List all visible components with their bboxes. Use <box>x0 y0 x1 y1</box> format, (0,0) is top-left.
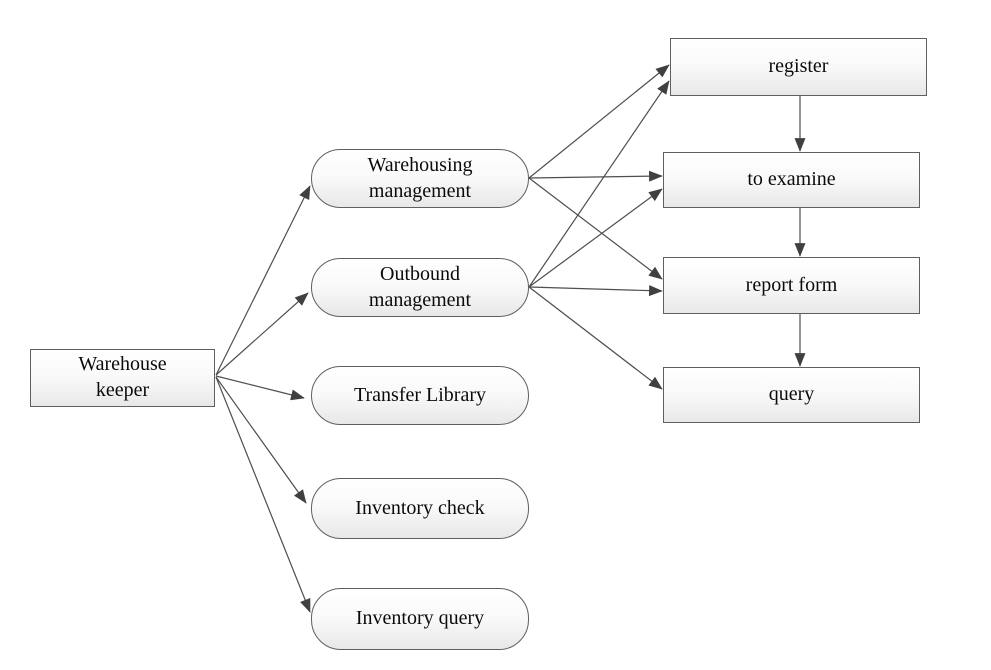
edge-outbound-to-report-form <box>528 285 663 297</box>
node-register: register <box>670 38 927 96</box>
edge-outbound-to-examine <box>528 188 663 288</box>
node-transfer-library-label: Transfer Library <box>353 383 486 406</box>
node-warehousing-management-label: Warehousing management <box>367 153 473 202</box>
edge-keeper-to-warehousing <box>215 185 311 376</box>
edge-keeper-to-outbound <box>215 292 309 376</box>
node-register-label: register <box>768 55 829 78</box>
edge-warehousing-to-report-form <box>528 177 663 280</box>
edge-outbound-to-query <box>528 286 663 390</box>
node-warehousing-management: Warehousing management <box>311 149 529 208</box>
node-report-form-label: report form <box>745 273 838 296</box>
node-report-form: report form <box>663 257 920 314</box>
edge-warehousing-to-examine <box>528 170 663 182</box>
edge-warehousing-to-register <box>528 64 670 179</box>
node-inventory-check-label: Inventory check <box>355 496 485 519</box>
node-inventory-query-label: Inventory query <box>355 607 485 630</box>
node-query: query <box>663 367 920 423</box>
node-transfer-library: Transfer Library <box>311 366 529 425</box>
node-warehouse-keeper: Warehouse keeper <box>30 349 215 407</box>
node-outbound-management-label: Outbound management <box>368 262 472 311</box>
edge-keeper-to-inventory-check <box>215 376 307 504</box>
node-warehouse-keeper-label: Warehouse keeper <box>78 353 167 401</box>
node-inventory-check: Inventory check <box>311 478 529 539</box>
node-query-label: query <box>768 383 815 406</box>
edge-keeper-to-inventory-query <box>215 376 311 613</box>
node-outbound-management: Outbound management <box>311 258 529 317</box>
node-to-examine: to examine <box>663 152 920 208</box>
edge-keeper-to-transfer <box>215 375 305 401</box>
node-inventory-query: Inventory query <box>311 588 529 650</box>
edge-outbound-to-register <box>528 80 670 288</box>
node-to-examine-label: to examine <box>747 168 836 191</box>
